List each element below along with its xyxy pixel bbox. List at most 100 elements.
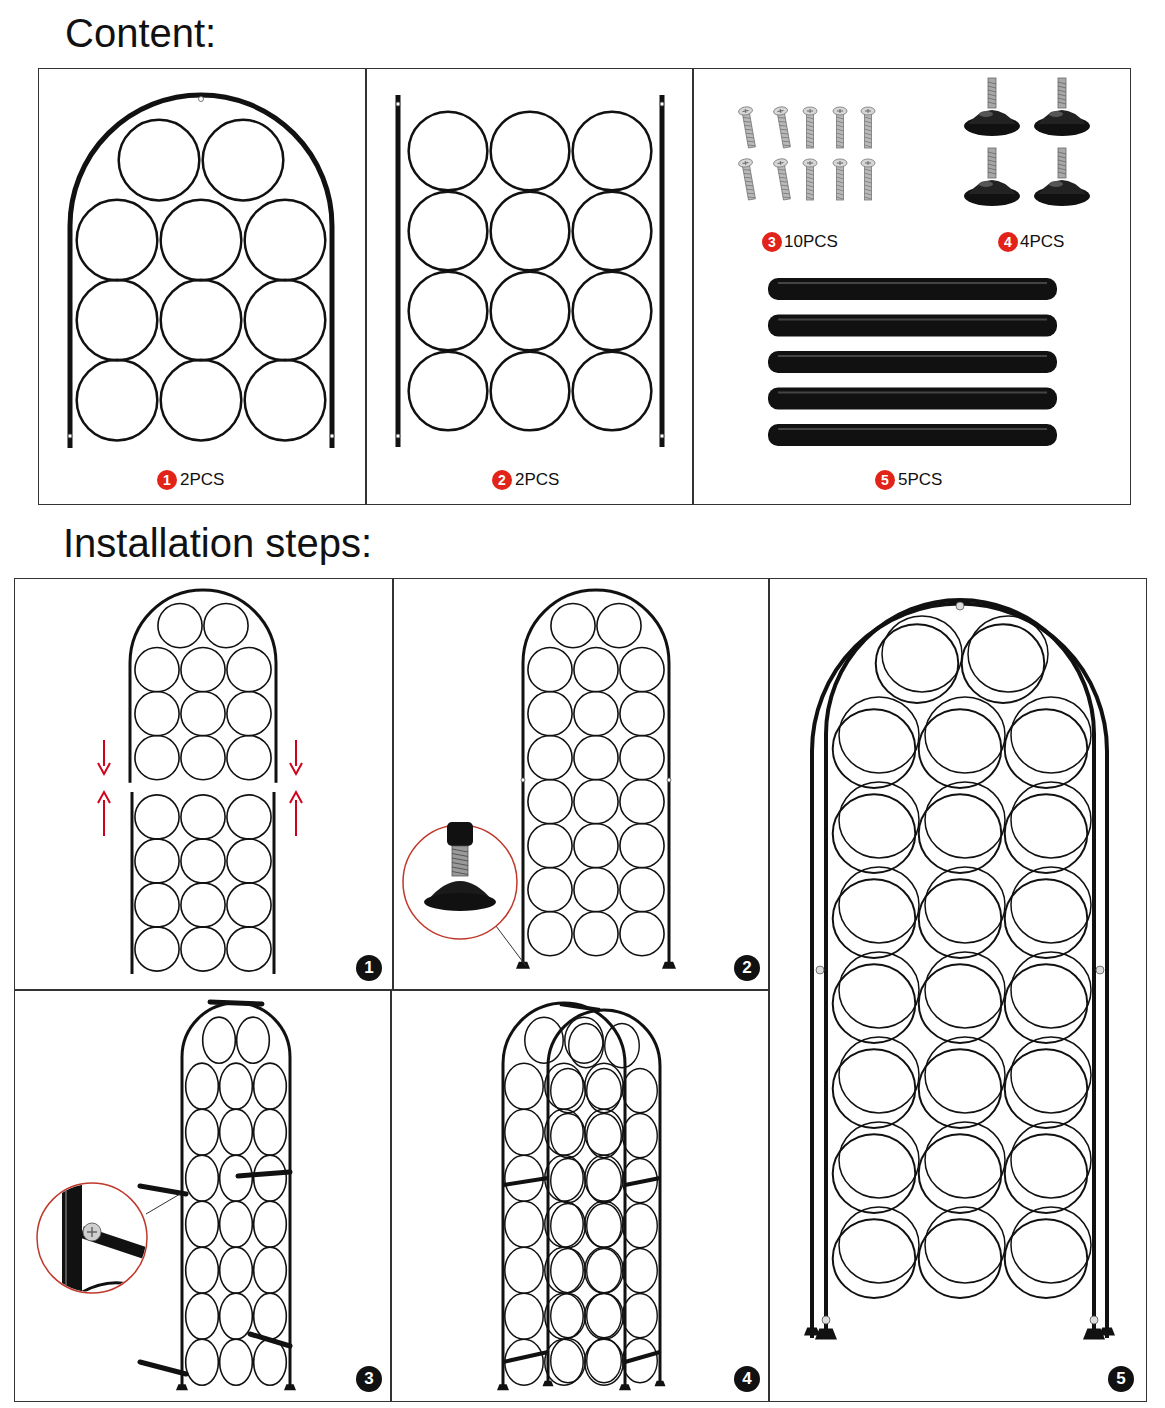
screw-thread xyxy=(782,136,789,139)
bottle-ring xyxy=(186,1293,219,1339)
bottle-ring xyxy=(528,868,572,912)
screw-thread xyxy=(780,128,787,131)
screw-thread xyxy=(744,120,751,123)
leveling-foot xyxy=(1034,78,1090,136)
foot xyxy=(497,1384,509,1390)
bottle-ring xyxy=(620,912,664,956)
screw xyxy=(833,159,847,200)
bottle-ring xyxy=(585,1201,623,1247)
bottle-ring xyxy=(545,1201,583,1247)
arrow-head xyxy=(98,792,110,803)
bottle-ring xyxy=(186,1109,219,1155)
rod-shine xyxy=(778,428,1047,430)
foot-stud xyxy=(1058,148,1066,178)
screw-thread xyxy=(837,193,844,195)
bottle-ring xyxy=(528,648,572,692)
screw-shank xyxy=(742,163,755,200)
bottle-ring xyxy=(525,1017,563,1063)
bottle-ring xyxy=(204,604,248,648)
foot-thread xyxy=(1058,152,1066,154)
bottle-ring xyxy=(585,1293,623,1339)
foot-dome xyxy=(1038,110,1086,124)
screw-thread xyxy=(746,184,753,187)
foot-thread xyxy=(988,168,996,170)
bottle-ring xyxy=(585,1063,623,1109)
bottle-ring xyxy=(227,692,271,736)
foot xyxy=(662,962,676,969)
bottle-ring xyxy=(254,1247,287,1293)
bottle-ring xyxy=(585,1109,623,1155)
screw-thread xyxy=(782,188,789,191)
screw-shank xyxy=(777,111,790,148)
bottle-ring xyxy=(181,927,225,971)
bottle-ring xyxy=(1005,964,1088,1043)
bottle-ring xyxy=(925,697,1005,773)
screw-cross xyxy=(807,161,813,165)
panel-cell: 3 xyxy=(14,990,391,1402)
screw-thread xyxy=(865,117,872,119)
quantity-label: 5PCS xyxy=(898,470,942,490)
screw-thread xyxy=(748,196,755,199)
screw-cross xyxy=(837,109,843,113)
bottle-ring xyxy=(620,868,664,912)
bottle-ring xyxy=(1011,952,1091,1028)
screw-thread xyxy=(865,169,872,171)
bolt xyxy=(68,434,72,438)
screw xyxy=(861,159,875,200)
quantity-label: 10PCS xyxy=(784,232,838,252)
panel-cell: 22PCS xyxy=(366,68,693,505)
bottle-ring xyxy=(919,879,1002,958)
bottle-ring xyxy=(623,1294,658,1338)
bottle-ring xyxy=(839,952,919,1028)
part-number: 2 xyxy=(492,470,512,490)
bottle-ring xyxy=(962,624,1045,703)
bottle-ring xyxy=(876,624,959,703)
rack-frame xyxy=(503,1003,625,1386)
rack-frame xyxy=(182,1003,290,1386)
rod-shine xyxy=(778,355,1047,357)
arch-rack xyxy=(523,590,669,963)
bottle-ring xyxy=(158,604,202,648)
foot-thread xyxy=(1058,156,1066,158)
screw-cross xyxy=(742,160,749,165)
bottle-ring xyxy=(528,736,572,780)
section-heading: Installation steps: xyxy=(63,519,372,567)
screw-cross xyxy=(87,1227,97,1237)
bottle-ring xyxy=(227,736,271,780)
bottle-ring xyxy=(919,794,1002,873)
quantity-label: 4PCS xyxy=(1020,232,1064,252)
arch-rack xyxy=(70,95,332,448)
bottle-ring xyxy=(833,964,916,1043)
foot-thread xyxy=(1058,160,1066,162)
section-heading: Content: xyxy=(65,9,216,57)
bottle-ring xyxy=(545,1155,583,1201)
screw-thread xyxy=(865,141,872,143)
bottle-ring xyxy=(620,736,664,780)
foot-shine xyxy=(1049,181,1063,187)
bottle-ring xyxy=(574,824,618,868)
panel-cell: 4 xyxy=(391,990,769,1402)
bolt xyxy=(1096,966,1104,974)
bottle-ring xyxy=(186,1063,219,1109)
screw-head xyxy=(833,159,847,167)
bottle-ring xyxy=(186,1247,219,1293)
bottle-ring xyxy=(135,736,179,780)
screw-thread xyxy=(745,124,752,127)
rod-shine xyxy=(778,319,1047,321)
rack-leg-shine xyxy=(65,1180,67,1300)
screw-thread xyxy=(865,129,872,131)
step-5-drawing xyxy=(804,600,1115,1340)
rod-shine xyxy=(778,282,1047,284)
bottle-ring xyxy=(181,839,225,883)
bottle-ring xyxy=(585,1339,623,1385)
bottle-ring xyxy=(505,1293,543,1339)
bottle-ring xyxy=(1011,782,1091,858)
screw-thread xyxy=(778,116,785,119)
bottle-ring xyxy=(245,360,326,441)
screw-thread xyxy=(865,177,872,179)
bottle-ring xyxy=(1005,709,1088,788)
bottle-ring xyxy=(623,1114,658,1158)
screw-thread xyxy=(837,133,844,135)
bottle-ring xyxy=(203,120,284,201)
bottle-ring xyxy=(161,280,242,361)
